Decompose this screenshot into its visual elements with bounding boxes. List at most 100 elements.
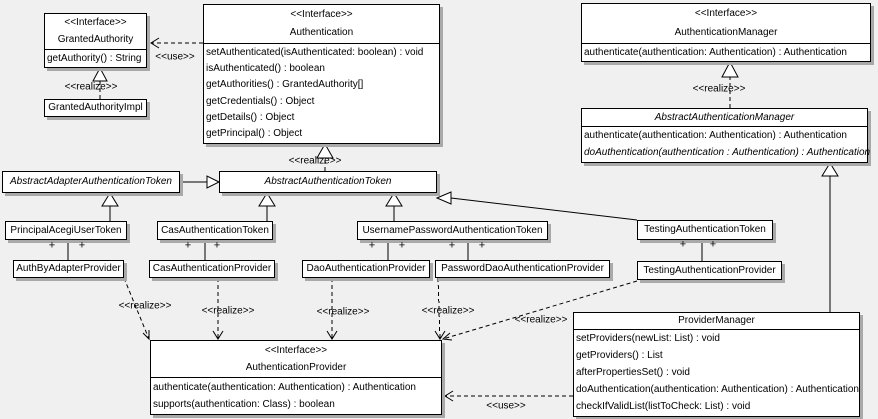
- class-abstract-authentication-manager: AbstractAuthenticationManager authentica…: [581, 108, 871, 163]
- method: setAuthenticated(isAuthenticated: boolea…: [206, 47, 424, 59]
- realize-label: <<realize>>: [288, 155, 342, 167]
- realize-label: <<realize>>: [64, 81, 118, 93]
- edge-gen-providermanager-abstractauthenticationmanager: [821, 162, 839, 312]
- class-name: AbstractAdapterAuthenticationToken: [10, 176, 172, 187]
- class-title: AbstractAuthenticationManager: [582, 109, 867, 126]
- edge-gen-testingauthenticationtoken: [435, 191, 638, 221]
- method: setProviders(newList: List) : void: [576, 333, 720, 345]
- realize-label: <<realize>>: [514, 314, 568, 326]
- method: authenticate(authentication: Authenticat…: [584, 130, 847, 142]
- class-cas-authentication-provider: CasAuthenticationProvider: [149, 260, 275, 278]
- edge-realize-testingauthenticationprovider: [441, 280, 638, 341]
- class-name: UsernamePasswordAuthenticationToken: [362, 224, 543, 236]
- methods-compartment: authenticate(authentication: Authenticat…: [151, 377, 441, 414]
- edge-realize-abstractauthenticationtoken-authentication: [316, 142, 334, 171]
- stereotype-label: <<Interface>>: [290, 9, 353, 20]
- class-name: TestingAuthenticationProvider: [643, 264, 776, 276]
- method: authenticate(authentication: Authenticat…: [153, 381, 416, 393]
- association-plus: +: [398, 239, 406, 252]
- class-name: AbstractAuthenticationToken: [264, 176, 392, 187]
- method: isAuthenticated() : boolean: [206, 63, 325, 75]
- class-name: AuthenticationProvider: [245, 361, 347, 373]
- class-name: CasAuthenticationToken: [161, 224, 269, 236]
- method: getAuthorities() : GrantedAuthority[]: [206, 79, 364, 91]
- edge-realize-abstractauthenticationmanager-authenticationmanager: [721, 60, 739, 108]
- association-plus: +: [48, 239, 56, 252]
- stereotype-label: <<Interface>>: [264, 344, 328, 356]
- class-abstract-adapter-authentication-token: AbstractAdapterAuthenticationToken: [2, 171, 180, 193]
- realize-label: <<realize>>: [692, 83, 746, 95]
- association-plus: +: [213, 239, 221, 252]
- methods-compartment: setAuthenticated(isAuthenticated: boolea…: [204, 43, 439, 143]
- method: supports(authentication: Class) : boolea…: [153, 398, 335, 410]
- class-name: ProviderManager: [678, 315, 755, 326]
- realize-label: <<realize>>: [421, 305, 475, 317]
- class-title: <<Interface>> GrantedAuthority: [45, 14, 146, 49]
- class-testing-authentication-token: TestingAuthenticationToken: [637, 220, 773, 240]
- method: doAuthentication(authentication: Authent…: [576, 383, 859, 395]
- edge-use-providermanager-authenticationprovider: [444, 390, 573, 402]
- stereotype-label: <<Interface>>: [694, 8, 758, 20]
- class-title: ProviderManager: [574, 313, 859, 329]
- class-name: GrantedAuthority: [57, 33, 134, 45]
- methods-compartment: setProviders(newList: List) : void getPr…: [574, 329, 859, 416]
- edge-use-authentication-grantedauthority: [150, 37, 203, 49]
- method: getAuthority() : String: [47, 52, 142, 64]
- class-name: GrantedAuthorityImpl: [48, 102, 143, 113]
- class-abstract-authentication-token: AbstractAuthenticationToken: [219, 171, 437, 193]
- class-username-password-authentication-token: UsernamePasswordAuthenticationToken: [357, 221, 548, 240]
- association-plus: +: [478, 239, 486, 252]
- class-granted-authority: <<Interface>> GrantedAuthority getAuthor…: [44, 13, 147, 68]
- edge-realize-authbyadapterprovider: [123, 277, 150, 341]
- class-name: TestingAuthenticationToken: [644, 224, 766, 235]
- class-name: PrincipalAcegiUserToken: [10, 224, 122, 236]
- association-plus: +: [184, 239, 192, 252]
- methods-compartment: authenticate(authentication: Authenticat…: [582, 126, 871, 162]
- edge-realize-casauthenticationprovider: [212, 278, 224, 340]
- class-principal-acegi-user-token: PrincipalAcegiUserToken: [5, 221, 127, 240]
- association-plus: +: [368, 239, 376, 252]
- method: getCredentials() : Object: [206, 95, 315, 107]
- class-dao-authentication-provider: DaoAuthenticationProvider: [302, 260, 430, 278]
- class-cas-authentication-token: CasAuthenticationToken: [157, 221, 273, 240]
- association-plus: +: [679, 238, 687, 251]
- class-name: AuthenticationManager: [674, 26, 778, 38]
- class-name: AuthByAdapterProvider: [16, 263, 121, 274]
- edge-realize-grantedauthorityimpl-grantedauthority: [92, 66, 108, 99]
- method: doAuthentication(authentication : Authen…: [584, 146, 871, 158]
- class-granted-authority-impl: GrantedAuthorityImpl: [44, 99, 147, 117]
- class-title: <<Interface>> AuthenticationManager: [582, 4, 870, 43]
- realize-label: <<realize>>: [316, 306, 370, 318]
- association-plus: +: [709, 238, 717, 251]
- edge-realize-passworddaoauthenticationprovider: [434, 277, 446, 340]
- stereotype-label: <<Interface>>: [64, 17, 127, 29]
- class-title: <<Interface>> AuthenticationProvider: [151, 341, 441, 377]
- realize-label: <<realize>>: [201, 305, 255, 317]
- method: authenticate(authentication: Authenticat…: [584, 46, 847, 58]
- class-name: DaoAuthenticationProvider: [306, 263, 426, 274]
- edge-gen-usernamepasswordtoken: [385, 192, 403, 221]
- method: afterPropertiesSet() : void: [576, 366, 690, 378]
- class-name: AbstractAuthenticationManager: [654, 111, 795, 123]
- class-authentication-provider: <<Interface>> AuthenticationProvider aut…: [150, 340, 442, 415]
- method: getDetails() : Object: [206, 111, 295, 123]
- edge-realize-daoauthenticationprovider: [326, 278, 338, 340]
- method: getProviders() : List: [576, 350, 663, 362]
- edge-gen-casauthenticationtoken: [258, 192, 276, 221]
- edge-gen-abstractadapter-abstracttoken: [180, 175, 221, 189]
- use-label: <<use>>: [155, 51, 195, 63]
- class-name: Authentication: [289, 27, 354, 38]
- class-provider-manager: ProviderManager setProviders(newList: Li…: [573, 312, 860, 417]
- association-plus: +: [448, 239, 456, 252]
- methods-compartment: authenticate(authentication: Authenticat…: [582, 43, 870, 61]
- edge-gen-principalacegiusertoken: [101, 192, 119, 221]
- class-name: PasswordDaoAuthenticationProvider: [441, 263, 604, 274]
- method: getPrincipal() : Object: [206, 127, 303, 139]
- class-password-dao-authentication-provider: PasswordDaoAuthenticationProvider: [435, 260, 610, 278]
- method: checkIfValidList(listToCheck: List) : vo…: [576, 400, 751, 412]
- class-name: CasAuthenticationProvider: [152, 263, 272, 274]
- association-plus: +: [78, 239, 86, 252]
- class-testing-authentication-provider: TestingAuthenticationProvider: [637, 261, 782, 280]
